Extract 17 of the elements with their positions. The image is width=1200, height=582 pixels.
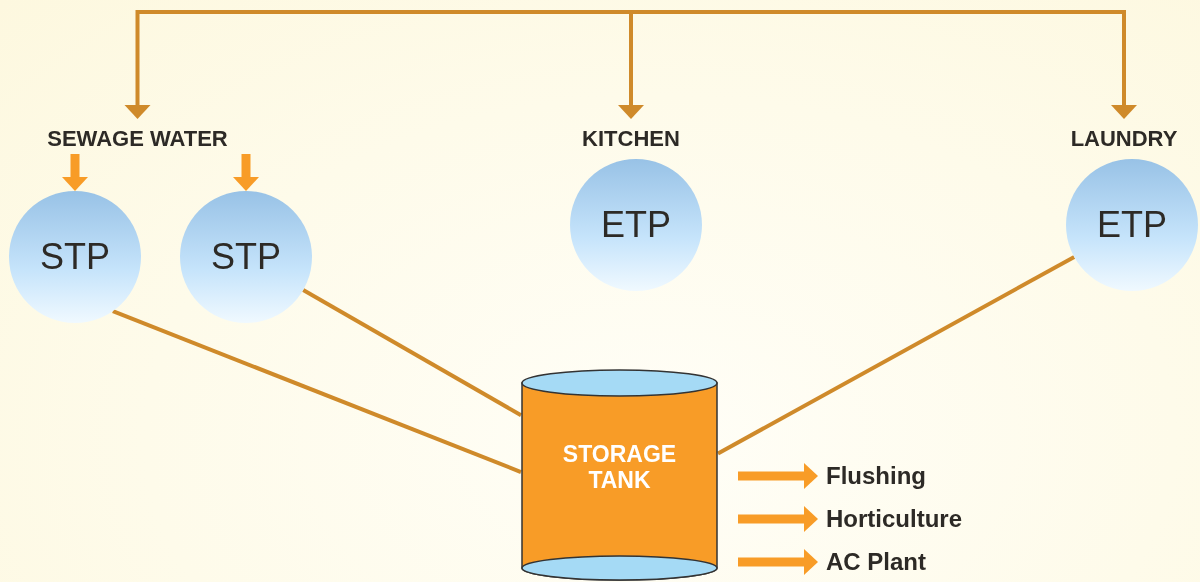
use-label: AC Plant: [826, 546, 1026, 578]
tank-label: STORAGE TANK: [561, 441, 678, 493]
use-label: Horticulture: [826, 503, 1026, 535]
use-label: Flushing: [826, 460, 1026, 492]
arrow: [634, 10, 1137, 119]
source-label: LAUNDRY: [1050, 122, 1198, 154]
source-label: KITCHEN: [556, 122, 706, 154]
arrow: [738, 463, 818, 489]
arrow: [233, 154, 259, 191]
connector-line: [302, 288, 522, 417]
arrow: [738, 549, 818, 575]
arrow: [62, 154, 88, 191]
connector-line: [717, 255, 1076, 456]
source-label: SEWAGE WATER: [25, 122, 250, 154]
connector-line: [112, 309, 522, 474]
arrow: [618, 10, 644, 119]
arrow: [738, 506, 818, 532]
